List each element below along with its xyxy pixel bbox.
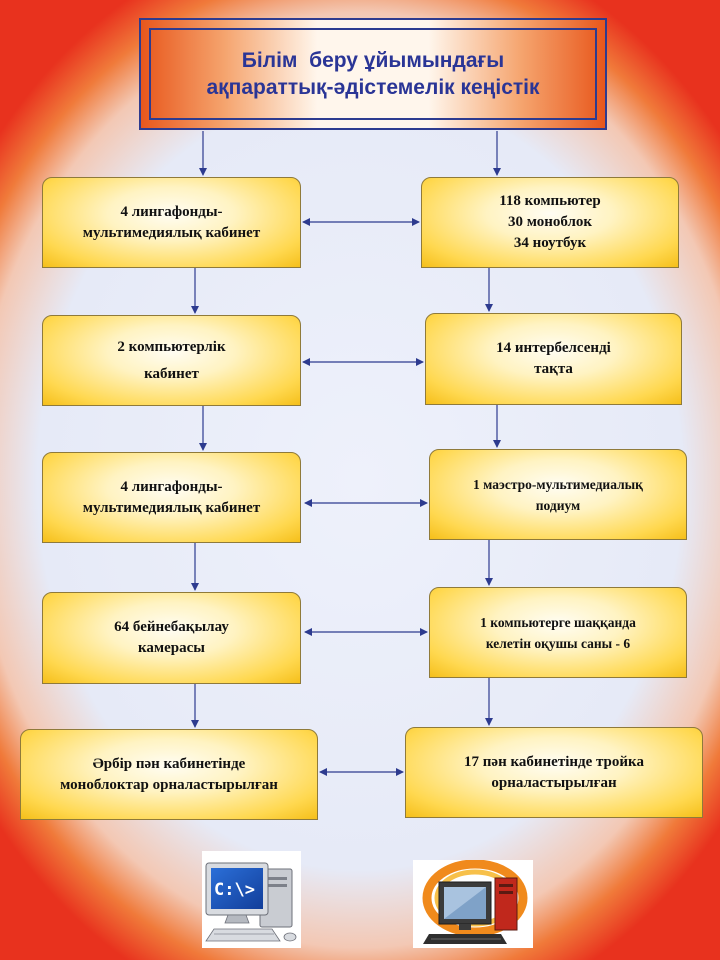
box-line: 64 бейнебақылау bbox=[114, 619, 229, 635]
right-box-4-students-per-computer: 1 компьютерге шаққанда келетін оқушы сан… bbox=[429, 587, 687, 678]
computer-command-prompt-icon: C:\> bbox=[202, 851, 301, 948]
left-box-4-cameras: 64 бейнебақылау камерасы bbox=[42, 592, 301, 684]
box-line: моноблоктар орналастырылған bbox=[60, 776, 278, 793]
box-line: мультимедиялық кабинет bbox=[82, 224, 261, 241]
right-box-1-computers: 118 компьютер 30 моноблок 34 ноутбук bbox=[421, 177, 679, 268]
desktop-computer-icon bbox=[413, 859, 533, 948]
left-box-5-monoblocks: Әрбір пән кабинетінде моноблоктар орнала… bbox=[20, 729, 318, 820]
left-box-3-lingaphone: 4 лингафонды- мультимедиялық кабинет bbox=[42, 452, 301, 543]
box-line: 1 компьютерге шаққанда bbox=[480, 614, 636, 630]
box-line: мультимедиялық кабинет bbox=[82, 499, 261, 516]
right-box-3-podium: 1 маэстро-мультимедиалық подиум bbox=[429, 449, 687, 540]
left-box-2-computer-class: 2 компьютерлік кабинет bbox=[42, 315, 301, 406]
right-box-2-interactive-boards: 14 интербелсенді тақта bbox=[425, 313, 682, 405]
svg-text:C:\>: C:\> bbox=[214, 880, 255, 900]
title-inner-frame: Білім беру ұйымындағы ақпараттық-әдістем… bbox=[149, 28, 597, 120]
box-line: кабинет bbox=[144, 365, 199, 382]
left-box-1-lingaphone: 4 лингафонды- мультимедиялық кабинет bbox=[42, 177, 301, 268]
box-line: 1 маэстро-мультимедиалық bbox=[473, 476, 643, 492]
box-line: 17 пән кабинетінде тройка bbox=[464, 753, 644, 770]
box-line: камерасы bbox=[137, 640, 205, 656]
box-line: 30 моноблок bbox=[507, 214, 593, 230]
title-line-1: Білім беру ұйымындағы bbox=[241, 49, 505, 72]
box-line: тақта bbox=[534, 361, 573, 377]
box-line: 4 лингафонды- bbox=[120, 203, 223, 220]
box-line: 4 лингафонды- bbox=[120, 478, 223, 495]
box-line: Әрбір пән кабинетінде bbox=[92, 755, 246, 772]
box-line: келетін оқушы саны - 6 bbox=[485, 635, 631, 651]
box-line: подиум bbox=[535, 497, 581, 513]
title-box: Білім беру ұйымындағы ақпараттық-әдістем… bbox=[139, 18, 607, 130]
box-line: 2 компьютерлік bbox=[117, 338, 226, 355]
box-line: 14 интербелсенді bbox=[496, 340, 611, 356]
right-box-5-troika: 17 пән кабинетінде тройка орналастырылға… bbox=[405, 727, 703, 818]
box-line: орналастырылған bbox=[491, 774, 617, 791]
box-line: 118 компьютер bbox=[499, 193, 601, 209]
box-line: 34 ноутбук bbox=[513, 235, 587, 251]
title-line-2: ақпараттық-әдістемелік кеңістік bbox=[206, 76, 540, 99]
